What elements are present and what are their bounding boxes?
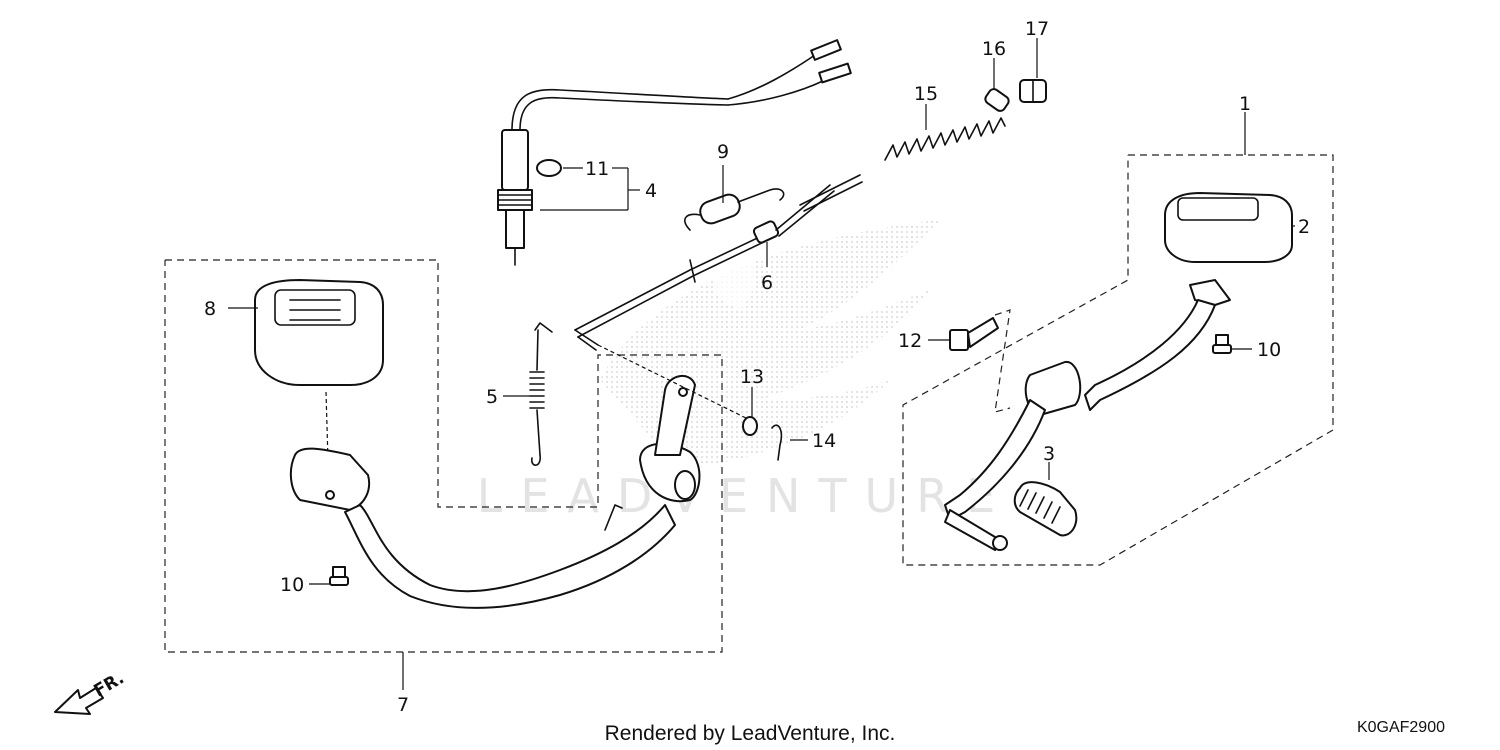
callout-7: 7	[397, 694, 409, 716]
callout-11: 11	[585, 158, 609, 180]
callout-5: 5	[486, 386, 498, 408]
callout-13: 13	[740, 366, 764, 388]
pedal-rubber-3	[1013, 481, 1078, 537]
watermark-logo	[600, 220, 940, 470]
callout-2: 2	[1298, 216, 1310, 238]
callout-10-right: 10	[1257, 339, 1281, 361]
group-box-1	[902, 154, 1334, 566]
callout-1: 1	[1239, 93, 1251, 115]
clip-11	[536, 159, 562, 177]
callout-14: 14	[812, 430, 836, 452]
diagram-code: K0GAF2900	[1357, 719, 1445, 736]
brake-pedal-1	[944, 279, 1231, 551]
callout-10-left: 10	[280, 574, 304, 596]
brake-pedal-7	[289, 375, 701, 609]
callout-8: 8	[204, 298, 216, 320]
return-spring-15	[884, 117, 1006, 161]
washer-13	[742, 416, 758, 436]
brake-rod	[574, 174, 863, 351]
callout-4: 4	[645, 180, 657, 202]
joint-16	[984, 88, 1010, 112]
pedal-pad-2	[1164, 192, 1293, 263]
bolt-12	[949, 317, 999, 351]
leader-lines	[228, 38, 1295, 690]
callout-15: 15	[914, 83, 938, 105]
pedal-pad-8	[254, 279, 384, 386]
callout-9: 9	[717, 141, 729, 163]
front-direction-indicator: FR.	[54, 668, 128, 715]
return-spring-5	[529, 322, 553, 466]
footer-credit: Rendered by LeadVenture, Inc.	[605, 722, 896, 745]
cotter-pin-14	[771, 424, 783, 461]
brake-light-spring	[684, 188, 785, 231]
screw-10-right	[1212, 334, 1232, 354]
callout-17: 17	[1025, 18, 1049, 40]
callout-12: 12	[898, 330, 922, 352]
brake-switch-assembly	[497, 39, 852, 266]
callout-16: 16	[982, 38, 1006, 60]
screw-10-left	[329, 566, 349, 586]
group-box-7	[164, 259, 723, 653]
watermark-text: LEADVENTURE	[477, 469, 1014, 523]
callout-3: 3	[1043, 443, 1055, 465]
callout-6: 6	[761, 272, 773, 294]
nut-17	[1019, 79, 1047, 103]
callout-labels: 1 2 3 4 5 6 7 8 9 10 10 11 12 13 14 15 1…	[204, 18, 1310, 716]
